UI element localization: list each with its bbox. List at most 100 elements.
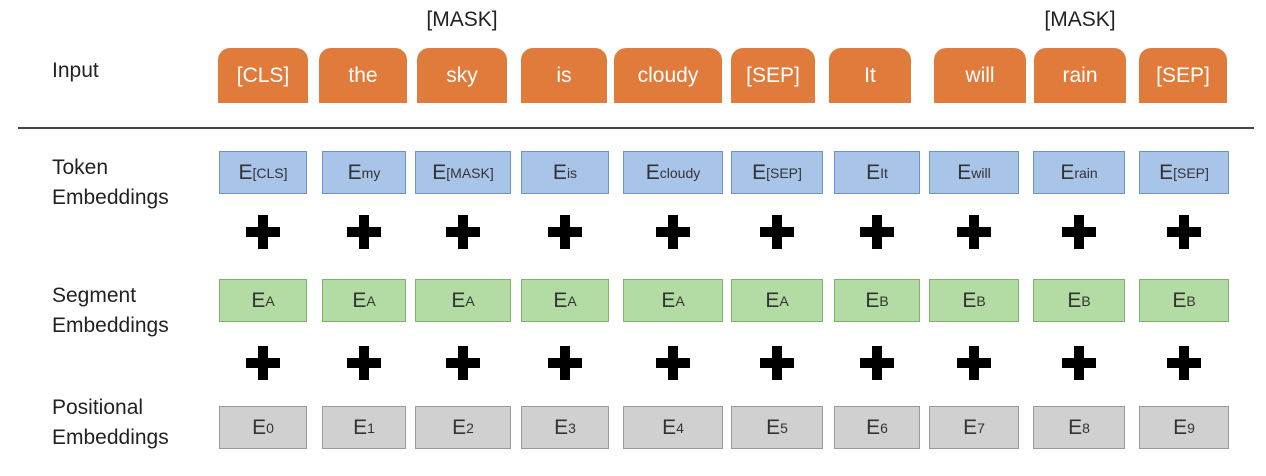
plus-icon (656, 215, 690, 249)
mask-label-1: [MASK] (426, 8, 498, 31)
plus-icon (760, 215, 794, 249)
plus-icon (246, 346, 280, 380)
segment-embeddings-label: Segment Embeddings (52, 283, 169, 339)
input-label-text: Input (52, 59, 99, 82)
plus-icon (957, 346, 991, 380)
section-divider (18, 127, 1254, 129)
input-token: [SEP] (1139, 48, 1227, 103)
plus-icon (446, 346, 480, 380)
token-embedding-base: E (347, 160, 362, 184)
input-token: [SEP] (731, 48, 815, 103)
token-embedding-base: E (957, 160, 972, 184)
segment-embedding-base: E (451, 288, 466, 312)
token-embedding: E[MASK] (415, 151, 511, 194)
plus-icon (1062, 215, 1096, 249)
positional-embedding-base: E (1173, 415, 1188, 439)
segment-label-line-2: Embeddings (52, 314, 169, 337)
plus-icon (957, 215, 991, 249)
token-embedding: E[CLS] (219, 151, 307, 194)
positional-label-line-1: Positional (52, 396, 144, 419)
input-token: sky (417, 48, 507, 103)
token-embedding-base: E (752, 160, 767, 184)
input-token: rain (1034, 48, 1126, 103)
token-embedding-base: E (645, 160, 660, 184)
segment-embedding-base: E (1172, 288, 1187, 312)
input-row-label: Input (52, 58, 99, 84)
segment-embedding-base: E (251, 288, 266, 312)
positional-embedding-base: E (963, 415, 978, 439)
plus-icon (347, 346, 381, 380)
segment-embedding-base: E (1067, 288, 1082, 312)
token-embedding-base: E (1159, 160, 1174, 184)
plus-icon (656, 346, 690, 380)
positional-embedding-base: E (554, 415, 569, 439)
segment-label-line-1: Segment (52, 284, 137, 307)
token-embedding: E[SEP] (1139, 151, 1229, 194)
positional-embeddings-label: Positional Embeddings (52, 395, 169, 451)
token-embedding-base: E (1060, 160, 1075, 184)
input-token: is (521, 48, 607, 103)
plus-icon (860, 215, 894, 249)
segment-embedding-base: E (352, 288, 367, 312)
positional-embedding-base: E (353, 415, 368, 439)
positional-embedding-base: E (1068, 415, 1083, 439)
input-token: the (319, 48, 407, 103)
plus-icon (760, 346, 794, 380)
plus-icon (1167, 346, 1201, 380)
input-token: [CLS] (218, 48, 308, 103)
token-label-line-1: Token (52, 156, 109, 179)
segment-embedding-base: E (553, 288, 568, 312)
token-embedding-base: E (238, 160, 253, 184)
mask-label-2: [MASK] (1044, 8, 1116, 31)
input-token: will (934, 48, 1026, 103)
plus-icon (860, 346, 894, 380)
token-embeddings-label: Token Embeddings (52, 155, 169, 211)
token-embedding-base: E (866, 160, 881, 184)
plus-icon (446, 215, 480, 249)
positional-embedding-base: E (252, 415, 267, 439)
token-label-line-2: Embeddings (52, 186, 169, 209)
positional-embedding-base: E (766, 415, 781, 439)
plus-icon (246, 215, 280, 249)
token-embedding-base: E (432, 160, 447, 184)
plus-icon (548, 346, 582, 380)
token-embedding: E[SEP] (731, 151, 823, 194)
token-embedding-base: E (552, 160, 567, 184)
plus-icon (548, 215, 582, 249)
positional-embedding-base: E (662, 415, 677, 439)
segment-embedding-base: E (865, 288, 880, 312)
input-token: cloudy (614, 48, 722, 103)
plus-icon (347, 215, 381, 249)
positional-label-line-2: Embeddings (52, 426, 169, 449)
input-token: It (829, 48, 911, 103)
plus-icon (1167, 215, 1201, 249)
segment-embedding-base: E (765, 288, 780, 312)
segment-embedding-base: E (962, 288, 977, 312)
plus-icon (1062, 346, 1096, 380)
